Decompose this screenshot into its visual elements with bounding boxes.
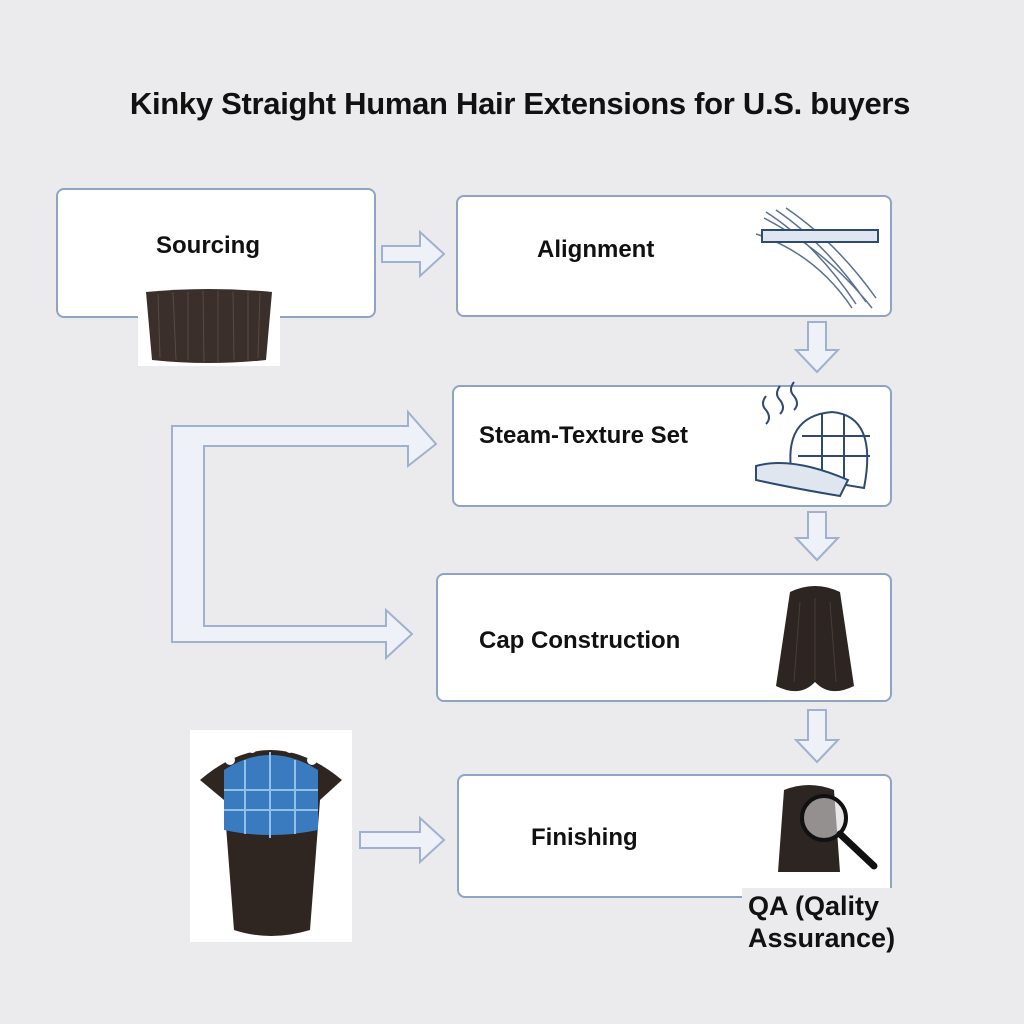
step-sourcing-label: Sourcing	[156, 232, 261, 259]
diagram-title: Kinky Straight Human Hair Extensions for…	[129, 86, 911, 121]
hair-swatch-icon	[138, 288, 280, 366]
arrow-sourcing-to-alignment	[381, 229, 446, 279]
wig-cap-image	[190, 730, 352, 942]
arrow-wig-to-finishing	[359, 815, 446, 865]
hair-alignment-icon	[756, 207, 879, 309]
qa-label: QA (Qality Assurance)	[742, 888, 904, 956]
step-alignment	[456, 195, 892, 317]
arrow-alignment-to-steam	[793, 321, 841, 374]
step-alignment-label: Alignment	[537, 236, 655, 263]
arrow-steam-to-cap	[793, 511, 841, 562]
arrow-cap-to-finishing	[793, 709, 841, 764]
step-finishing-label: Finishing	[531, 824, 638, 851]
hair-bundle-icon	[776, 586, 854, 692]
step-cap-construction-label: Cap Construction	[479, 627, 681, 654]
loop-connector	[171, 409, 438, 661]
step-steam-texture-label: Steam-Texture Set	[479, 422, 688, 449]
steam-cap-icon	[755, 381, 870, 498]
magnifier-hair-icon	[778, 785, 878, 872]
